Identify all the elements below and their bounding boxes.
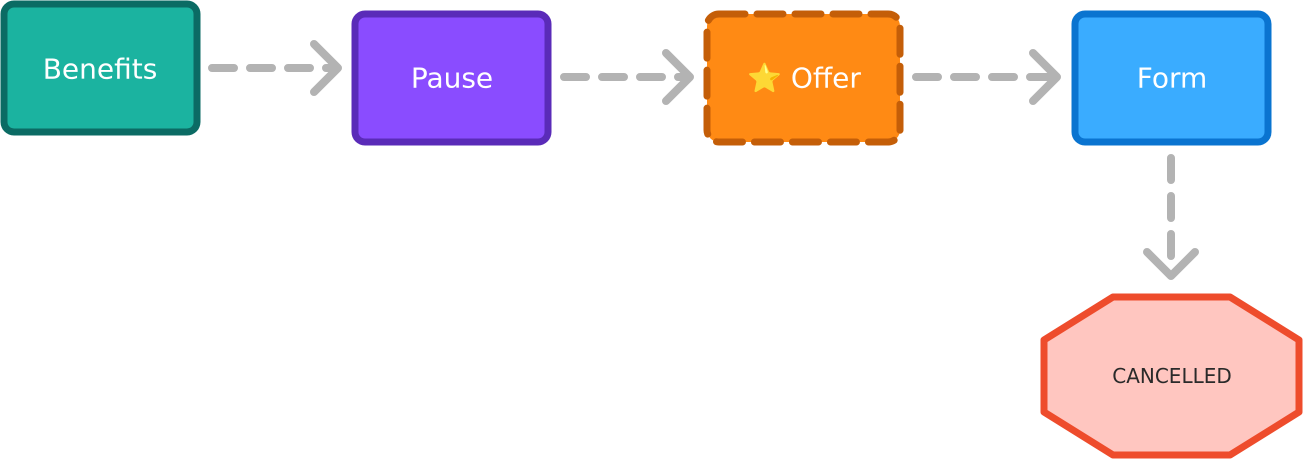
node-cancelled[interactable]: CANCELLED	[1040, 293, 1303, 459]
node-offer[interactable]: ⭐ Offer	[703, 10, 904, 146]
edge-pause-offer	[560, 49, 694, 105]
node-form[interactable]: Form	[1071, 10, 1272, 146]
edge-offer-form	[912, 49, 1061, 105]
node-offer-label: ⭐ Offer	[747, 62, 861, 95]
node-pause[interactable]: Pause	[351, 10, 552, 146]
edge-benefits-pause	[208, 40, 342, 96]
node-cancelled-label: CANCELLED	[1112, 364, 1232, 388]
node-pause-label: Pause	[411, 62, 493, 95]
node-benefits-label: Benefits	[43, 53, 158, 86]
node-form-label: Form	[1137, 62, 1208, 95]
edge-form-cancelled	[1143, 154, 1199, 280]
node-benefits[interactable]: Benefits	[0, 0, 201, 136]
